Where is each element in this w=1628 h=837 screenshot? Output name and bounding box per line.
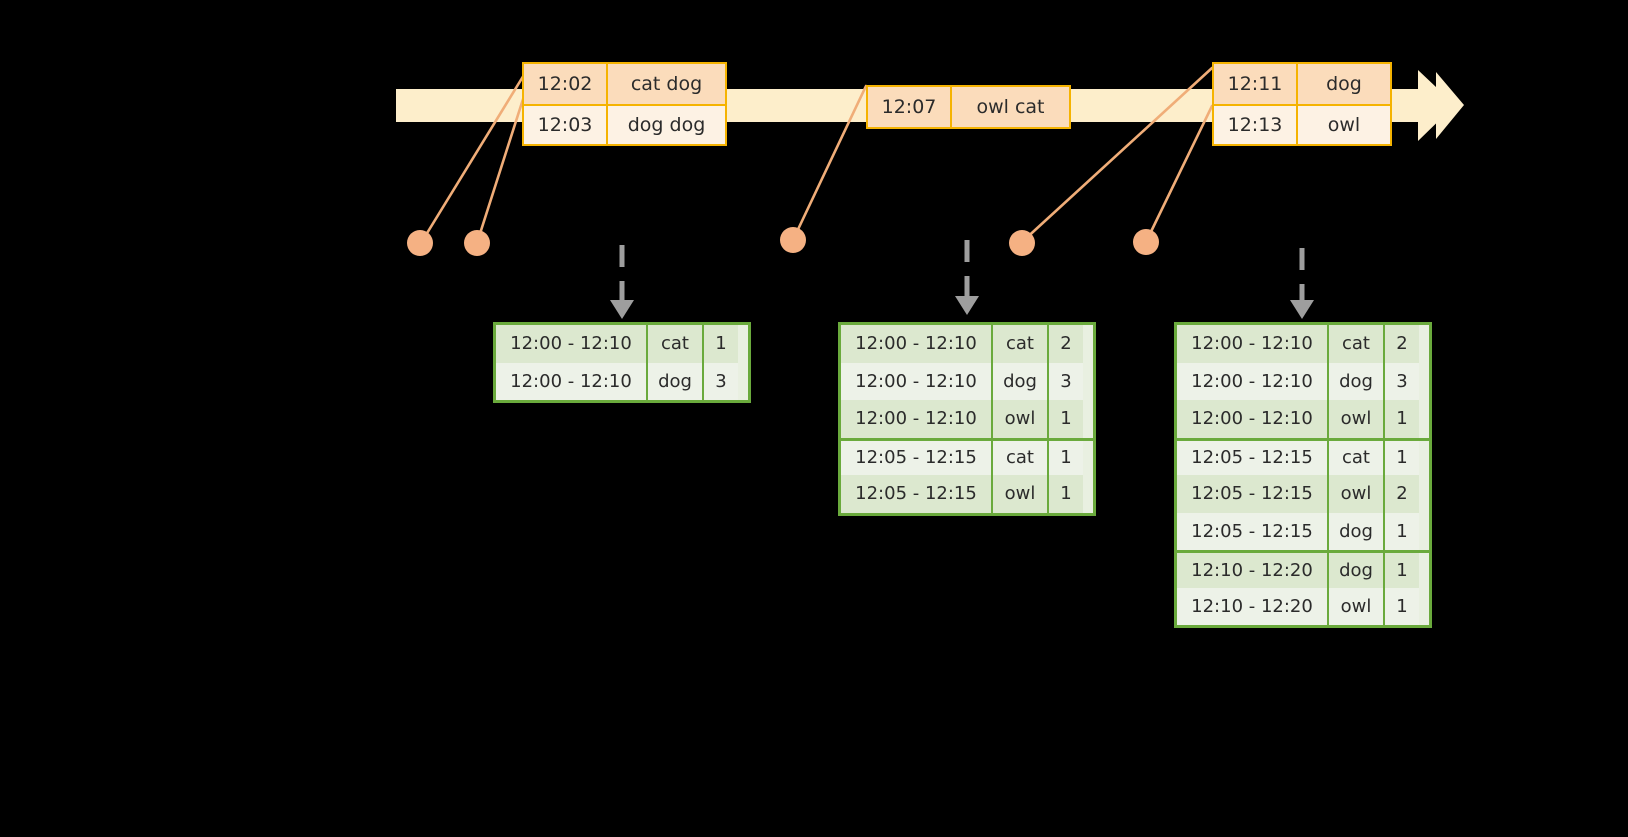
event-dots [407, 227, 1159, 256]
word-cell: dog [991, 362, 1047, 400]
word-cell: dog [1327, 553, 1383, 588]
window-cell: 12:10 - 12:20 [1177, 553, 1327, 588]
window-cell: 12:00 - 12:10 [1177, 400, 1327, 438]
word-cell: dog [1327, 512, 1383, 550]
count-cell: 1 [1383, 440, 1419, 475]
count-cell: 2 [1383, 475, 1419, 513]
word-cell: owl [1327, 475, 1383, 513]
window-cell: 12:05 - 12:15 [1177, 475, 1327, 513]
event-value: dog dog [608, 106, 725, 144]
count-cell: 1 [1047, 475, 1083, 513]
window-cell: 12:00 - 12:10 [496, 362, 646, 400]
event-value: dog [1298, 64, 1390, 104]
window-cell: 12:00 - 12:10 [841, 362, 991, 400]
word-cell: owl [1327, 400, 1383, 438]
window-cell: 12:05 - 12:15 [1177, 440, 1327, 475]
count-cell: 3 [1383, 362, 1419, 400]
count-cell: 2 [1047, 325, 1083, 363]
window-cell: 12:00 - 12:10 [1177, 362, 1327, 400]
event-row[interactable]: 12:11 dog [1214, 64, 1390, 104]
event-marker-1 [407, 230, 433, 256]
event-row[interactable]: 12:02 cat dog [524, 64, 725, 104]
event-value: cat dog [608, 64, 725, 104]
event-time: 12:03 [524, 106, 608, 144]
word-cell: dog [646, 362, 702, 400]
window-cell: 12:00 - 12:10 [496, 325, 646, 363]
word-cell: owl [991, 400, 1047, 438]
window-cell: 12:05 - 12:15 [841, 475, 991, 513]
event-time: 12:07 [868, 87, 952, 127]
word-cell: cat [991, 440, 1047, 475]
emit-arrows [619, 240, 1305, 303]
window-cell: 12:00 - 12:10 [1177, 325, 1327, 363]
count-cell: 1 [1383, 512, 1419, 550]
word-cell: cat [646, 325, 702, 363]
window-cell: 12:10 - 12:20 [1177, 587, 1327, 625]
window-cell: 12:05 - 12:15 [841, 440, 991, 475]
event-row[interactable]: 12:03 dog dog [524, 104, 725, 144]
count-cell: 3 [702, 362, 738, 400]
count-cell: 1 [1047, 400, 1083, 438]
event-value: owl [1298, 106, 1390, 144]
count-cell: 3 [1047, 362, 1083, 400]
event-time: 12:13 [1214, 106, 1298, 144]
window-cell: 12:00 - 12:10 [841, 325, 991, 363]
event-marker-2 [464, 230, 490, 256]
event-marker-5 [1133, 229, 1159, 255]
word-cell: cat [1327, 440, 1383, 475]
event-marker-4 [1009, 230, 1035, 256]
event-value: owl cat [952, 87, 1069, 127]
event-row[interactable]: 12:13 owl [1214, 104, 1390, 144]
word-cell: cat [1327, 325, 1383, 363]
count-cell: 1 [702, 325, 738, 363]
event-group-3[interactable]: 12:11 dog 12:13 owl [1212, 62, 1392, 146]
count-cell: 1 [1383, 587, 1419, 625]
event-group-1[interactable]: 12:02 cat dog 12:03 dog dog [522, 62, 727, 146]
word-cell: dog [1327, 362, 1383, 400]
word-cell: cat [991, 325, 1047, 363]
word-cell: owl [1327, 587, 1383, 625]
count-cell: 1 [1383, 400, 1419, 438]
event-marker-3 [780, 227, 806, 253]
event-row[interactable]: 12:07 owl cat [868, 87, 1069, 127]
event-group-2[interactable]: 12:07 owl cat [866, 85, 1071, 129]
count-cell: 2 [1383, 325, 1419, 363]
window-cell: 12:00 - 12:10 [841, 400, 991, 438]
count-cell: 1 [1383, 553, 1419, 588]
event-time: 12:02 [524, 64, 608, 104]
count-cell: 1 [1047, 440, 1083, 475]
window-cell: 12:05 - 12:15 [1177, 512, 1327, 550]
event-time: 12:11 [1214, 64, 1298, 104]
word-cell: owl [991, 475, 1047, 513]
emit-arrow-heads [610, 296, 1314, 319]
